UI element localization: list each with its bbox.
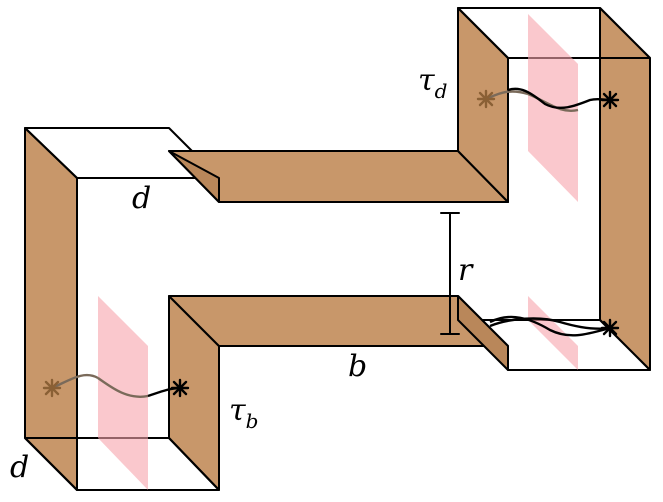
right-box-curve-upper: [507, 87, 611, 110]
marker-right-box-upper-right: [600, 90, 620, 110]
label-b: b: [348, 349, 367, 384]
left-box-curve-mid: [97, 377, 149, 398]
right-box: [457, 7, 651, 371]
r-bracket: [440, 212, 460, 335]
right-box-plane-lower: [528, 296, 578, 370]
marker-left-box-left: [42, 378, 62, 398]
right-box-right-face: [599, 7, 651, 371]
marker-left-box-right: [170, 378, 190, 398]
right-box-curve-lower-2: [489, 317, 611, 330]
label-d-top: d: [132, 181, 151, 216]
right-box-top-outline: [457, 7, 651, 59]
label-tau-b: τb: [229, 393, 258, 433]
label-tau-d: τd: [418, 63, 447, 103]
label-d-bottom: d: [10, 450, 29, 485]
left-box-left-face: [24, 127, 78, 491]
marker-right-box-upper-left: [476, 89, 496, 109]
top-left-band: [168, 150, 509, 203]
bottom-band-end: [457, 295, 509, 371]
label-r: r: [458, 253, 474, 288]
top-band-end: [168, 150, 220, 203]
left-box-curve-left: [51, 373, 99, 390]
bottom-band: [168, 295, 509, 371]
right-box-curve-lower: [489, 315, 611, 337]
left-box: [24, 127, 220, 491]
marker-right-box-lower-right: [600, 318, 620, 338]
